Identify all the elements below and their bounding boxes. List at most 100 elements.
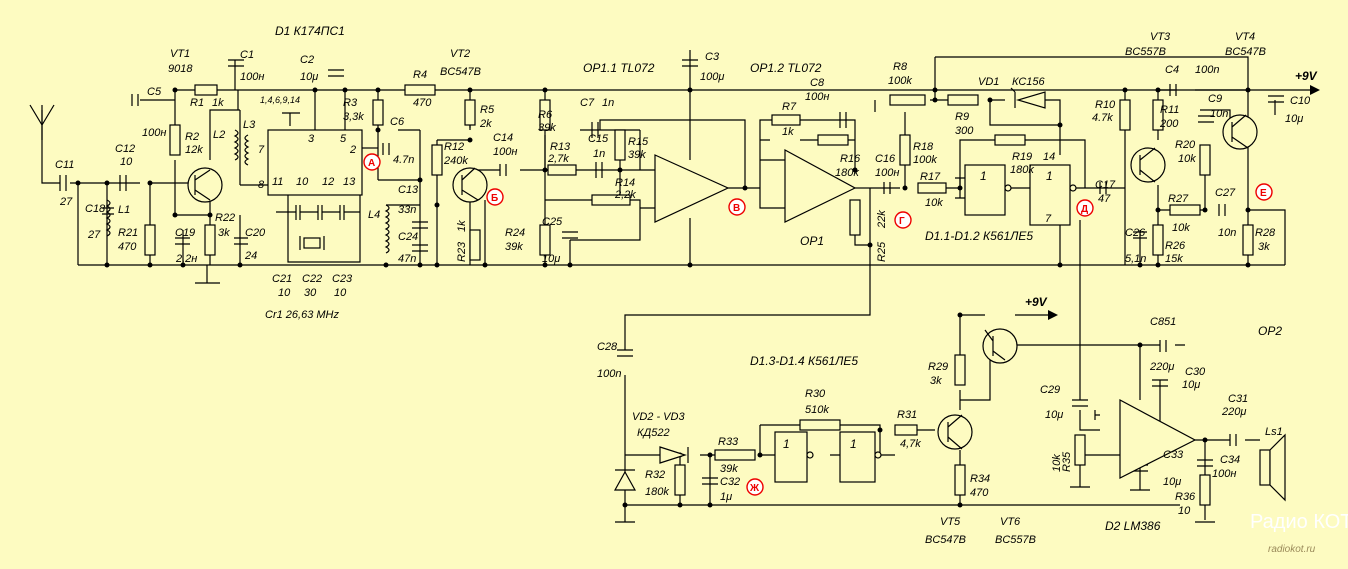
svg-text:Д: Д bbox=[1081, 204, 1088, 215]
c12-ref: C12 bbox=[115, 143, 135, 155]
c8-ref: C8 bbox=[810, 77, 825, 89]
ic-d1-icon bbox=[267, 129, 363, 196]
l4-ref: L4 bbox=[368, 209, 380, 221]
r17-val: 10k bbox=[925, 197, 943, 209]
watermark: Радио КОТ radiokot.ru bbox=[1250, 511, 1348, 555]
svg-text:В: В bbox=[733, 203, 740, 214]
vt5-ref: VT5 bbox=[940, 516, 961, 528]
r3-ref: R3 bbox=[343, 97, 358, 109]
r12-ref: R12 bbox=[444, 141, 464, 153]
r18-ref: R18 bbox=[913, 141, 934, 153]
d1-pin-label: 8 bbox=[258, 179, 265, 191]
r32-ref: R32 bbox=[645, 469, 665, 481]
l1-ref: L1 bbox=[118, 204, 130, 216]
ground-symbols bbox=[195, 265, 1215, 523]
r6-val: 39k bbox=[538, 122, 556, 134]
transistor-vt3-icon bbox=[1130, 147, 1166, 183]
r9-ref: R9 bbox=[955, 111, 969, 123]
c1-ref: C1 bbox=[240, 49, 254, 61]
d1-pin-label: 1,4,6,9,14 bbox=[260, 95, 300, 105]
r23-ref: R23 bbox=[456, 241, 468, 262]
c27-ref: C27 bbox=[1215, 187, 1236, 199]
r20-ref: R20 bbox=[1175, 139, 1196, 151]
c26-val: 5,1n bbox=[1125, 253, 1146, 265]
vt3-ref: VT3 bbox=[1150, 31, 1171, 43]
d1-pin-label: 13 bbox=[343, 176, 356, 188]
inductors bbox=[105, 129, 390, 254]
op1-label: OP1 bbox=[800, 234, 824, 248]
r29-ref: R29 bbox=[928, 361, 948, 373]
d1-pin-label: 3 bbox=[308, 133, 315, 145]
transistor-vt5-icon bbox=[937, 414, 973, 450]
r27-val: 10k bbox=[1172, 222, 1190, 234]
c16-ref: C16 bbox=[875, 153, 896, 165]
r5-ref: R5 bbox=[480, 104, 495, 116]
test-point-v: В bbox=[728, 198, 746, 216]
opamp-op11-icon bbox=[654, 154, 730, 223]
r28-val: 3k bbox=[1258, 241, 1270, 253]
c9-val: 10n bbox=[1210, 108, 1228, 120]
r11-val: 200 bbox=[1159, 118, 1179, 130]
c11-ref: C11 bbox=[55, 159, 74, 171]
vd23-type: КД522 bbox=[637, 427, 670, 439]
c32-val: 1μ bbox=[720, 491, 732, 503]
opamp-op2-icon bbox=[1119, 399, 1197, 479]
r15-ref: R15 bbox=[628, 136, 649, 148]
r31-val: 4,7k bbox=[900, 438, 921, 450]
vt2-type: BC547B bbox=[440, 66, 481, 78]
r11-ref: R11 bbox=[1160, 104, 1179, 116]
labels: D1 К174ПС1 VT1 9018 VT2 BC547B VT3 BC557… bbox=[55, 24, 1318, 546]
r4-ref: R4 bbox=[413, 69, 427, 81]
r24-ref: R24 bbox=[505, 227, 525, 239]
r10-val: 4.7k bbox=[1092, 112, 1113, 124]
d11-label: D1.1-D1.2 К561ЛЕ5 bbox=[925, 229, 1033, 243]
vt1-type: 9018 bbox=[168, 63, 193, 75]
c25-val: 10μ bbox=[542, 253, 560, 265]
r20-val: 10k bbox=[1178, 153, 1196, 165]
r13-val: 2,7k bbox=[547, 153, 569, 165]
c26-ref: C26 bbox=[1125, 227, 1146, 239]
c13-val: 33n bbox=[398, 204, 416, 216]
r29-val: 3k bbox=[930, 375, 942, 387]
c33-val: 10μ bbox=[1163, 476, 1181, 488]
r35-ref: R35 bbox=[1061, 451, 1073, 472]
test-point-b: Б bbox=[486, 188, 504, 206]
c4-ref: C4 bbox=[1165, 64, 1179, 76]
supply-second: +9V bbox=[1025, 295, 1048, 309]
c9-ref: C9 bbox=[1208, 93, 1222, 105]
logic-gates bbox=[774, 164, 1077, 483]
c4-val: 100n bbox=[1195, 64, 1219, 76]
vt4-type: BC547B bbox=[1225, 46, 1266, 58]
svg-text:А: А bbox=[368, 158, 375, 169]
r36-ref: R36 bbox=[1175, 491, 1196, 503]
d1-pin-label: 12 bbox=[322, 176, 334, 188]
test-point-zh: Ж bbox=[746, 478, 764, 496]
r14-val: 2,2k bbox=[614, 189, 636, 201]
r26-val: 15k bbox=[1165, 253, 1183, 265]
c15-ref: C15 bbox=[588, 133, 609, 145]
diodes bbox=[613, 87, 1046, 491]
c10-val: 10μ bbox=[1285, 113, 1303, 125]
gate-pin-label: 7 bbox=[1045, 213, 1052, 225]
c17-ref: C17 bbox=[1095, 179, 1116, 191]
r22-ref: R22 bbox=[215, 212, 235, 224]
vd1-ref: VD1 bbox=[978, 76, 999, 88]
c18-val: 27 bbox=[87, 229, 101, 241]
r2-ref: R2 bbox=[185, 131, 199, 143]
c5-val: 100н bbox=[142, 127, 166, 139]
d13-label: D1.3-D1.4 К561ЛЕ5 bbox=[750, 354, 858, 368]
r2-val: 12k bbox=[185, 144, 203, 156]
r34-val: 470 bbox=[970, 487, 989, 499]
vt6-ref: VT6 bbox=[1000, 516, 1021, 528]
c33-ref: C33 bbox=[1163, 449, 1184, 461]
d1-pin-label: 10 bbox=[296, 176, 309, 188]
c16-val: 100н bbox=[875, 167, 899, 179]
c34-val: 100н bbox=[1212, 468, 1236, 480]
c20-ref: C20 bbox=[245, 227, 266, 239]
opamp-op12-icon bbox=[784, 148, 857, 223]
gate-label: 1 bbox=[783, 437, 790, 451]
c28-ref: C28 bbox=[597, 341, 618, 353]
junctions bbox=[75, 87, 1251, 508]
c30-ref: C30 bbox=[1185, 366, 1206, 378]
r28-ref: R28 bbox=[1255, 227, 1276, 239]
